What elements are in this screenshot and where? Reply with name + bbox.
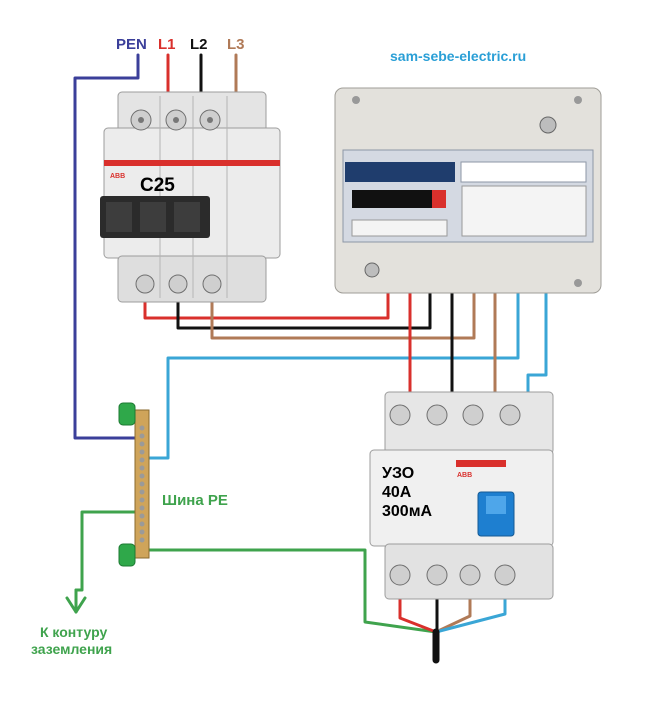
busbar-top-insulator [118,402,136,426]
circuit-breaker: ABB C25 [100,91,281,303]
rcd-title: УЗО [382,465,414,482]
busbar-bottom-insulator [118,543,136,567]
ground-label-line1: К контуру [40,624,107,640]
rcd-brand: ABB [457,472,472,479]
pe-busbar [118,402,150,567]
neutral-meter-rcd-wire [526,283,548,395]
rcd-current: 40А [382,484,412,501]
l2-breaker-meter-wire [176,283,432,330]
l1-breaker-meter-wire [143,283,390,320]
pe-ground-wire [74,510,137,592]
energy-meter [334,87,602,294]
l1-label: L1 [158,36,176,53]
l3-label: L3 [227,36,245,53]
pe-bus-label: Шина PE [162,492,228,509]
wires [65,53,548,664]
ground-label-line2: заземления [31,641,112,657]
labels: sam-sebe-electric.ru PEN L1 L2 L3 Шина P… [31,36,526,657]
pe-load-wire [138,548,438,634]
l3-breaker-meter-wire [210,283,476,340]
pen-label: PEN [116,36,147,53]
neutral-meter-bus-wire [148,283,520,460]
site-url: sam-sebe-electric.ru [390,48,526,64]
breaker-brand: ABB [110,173,125,180]
breaker-rating-label: C25 [140,175,175,196]
l2-label: L2 [190,36,208,53]
pen-wire [73,53,140,440]
busbar-screws [139,425,145,543]
rcd-sensitivity: 300мА [382,503,433,520]
rcd-device: ABB УЗО 40А 300мА [369,391,554,600]
